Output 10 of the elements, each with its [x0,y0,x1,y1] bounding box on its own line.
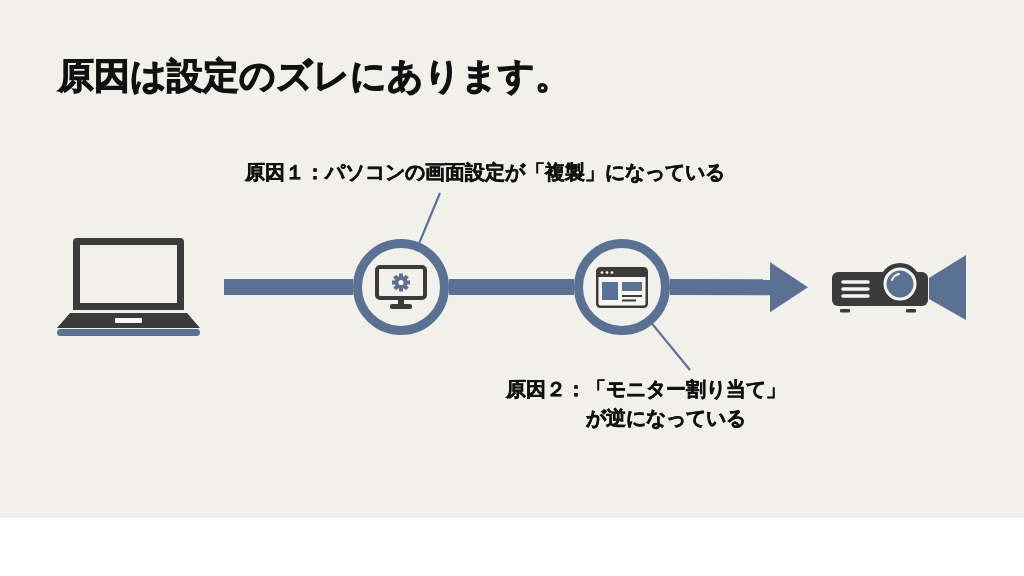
flow-line [449,279,574,295]
laptop-icon [57,238,200,336]
flow-arrow [670,262,808,313]
leader-line [418,192,441,244]
callout-text: 原因１：パソコンの画面設定が「複製」になっている [245,158,729,187]
slide-title: 原因は設定のズレにあります。 [58,54,571,98]
leader-line [651,323,691,371]
callout-text: 原因２：「モニター割り当て」が逆になっている [506,375,796,433]
flow-line [224,279,353,295]
projector-icon [832,255,966,320]
